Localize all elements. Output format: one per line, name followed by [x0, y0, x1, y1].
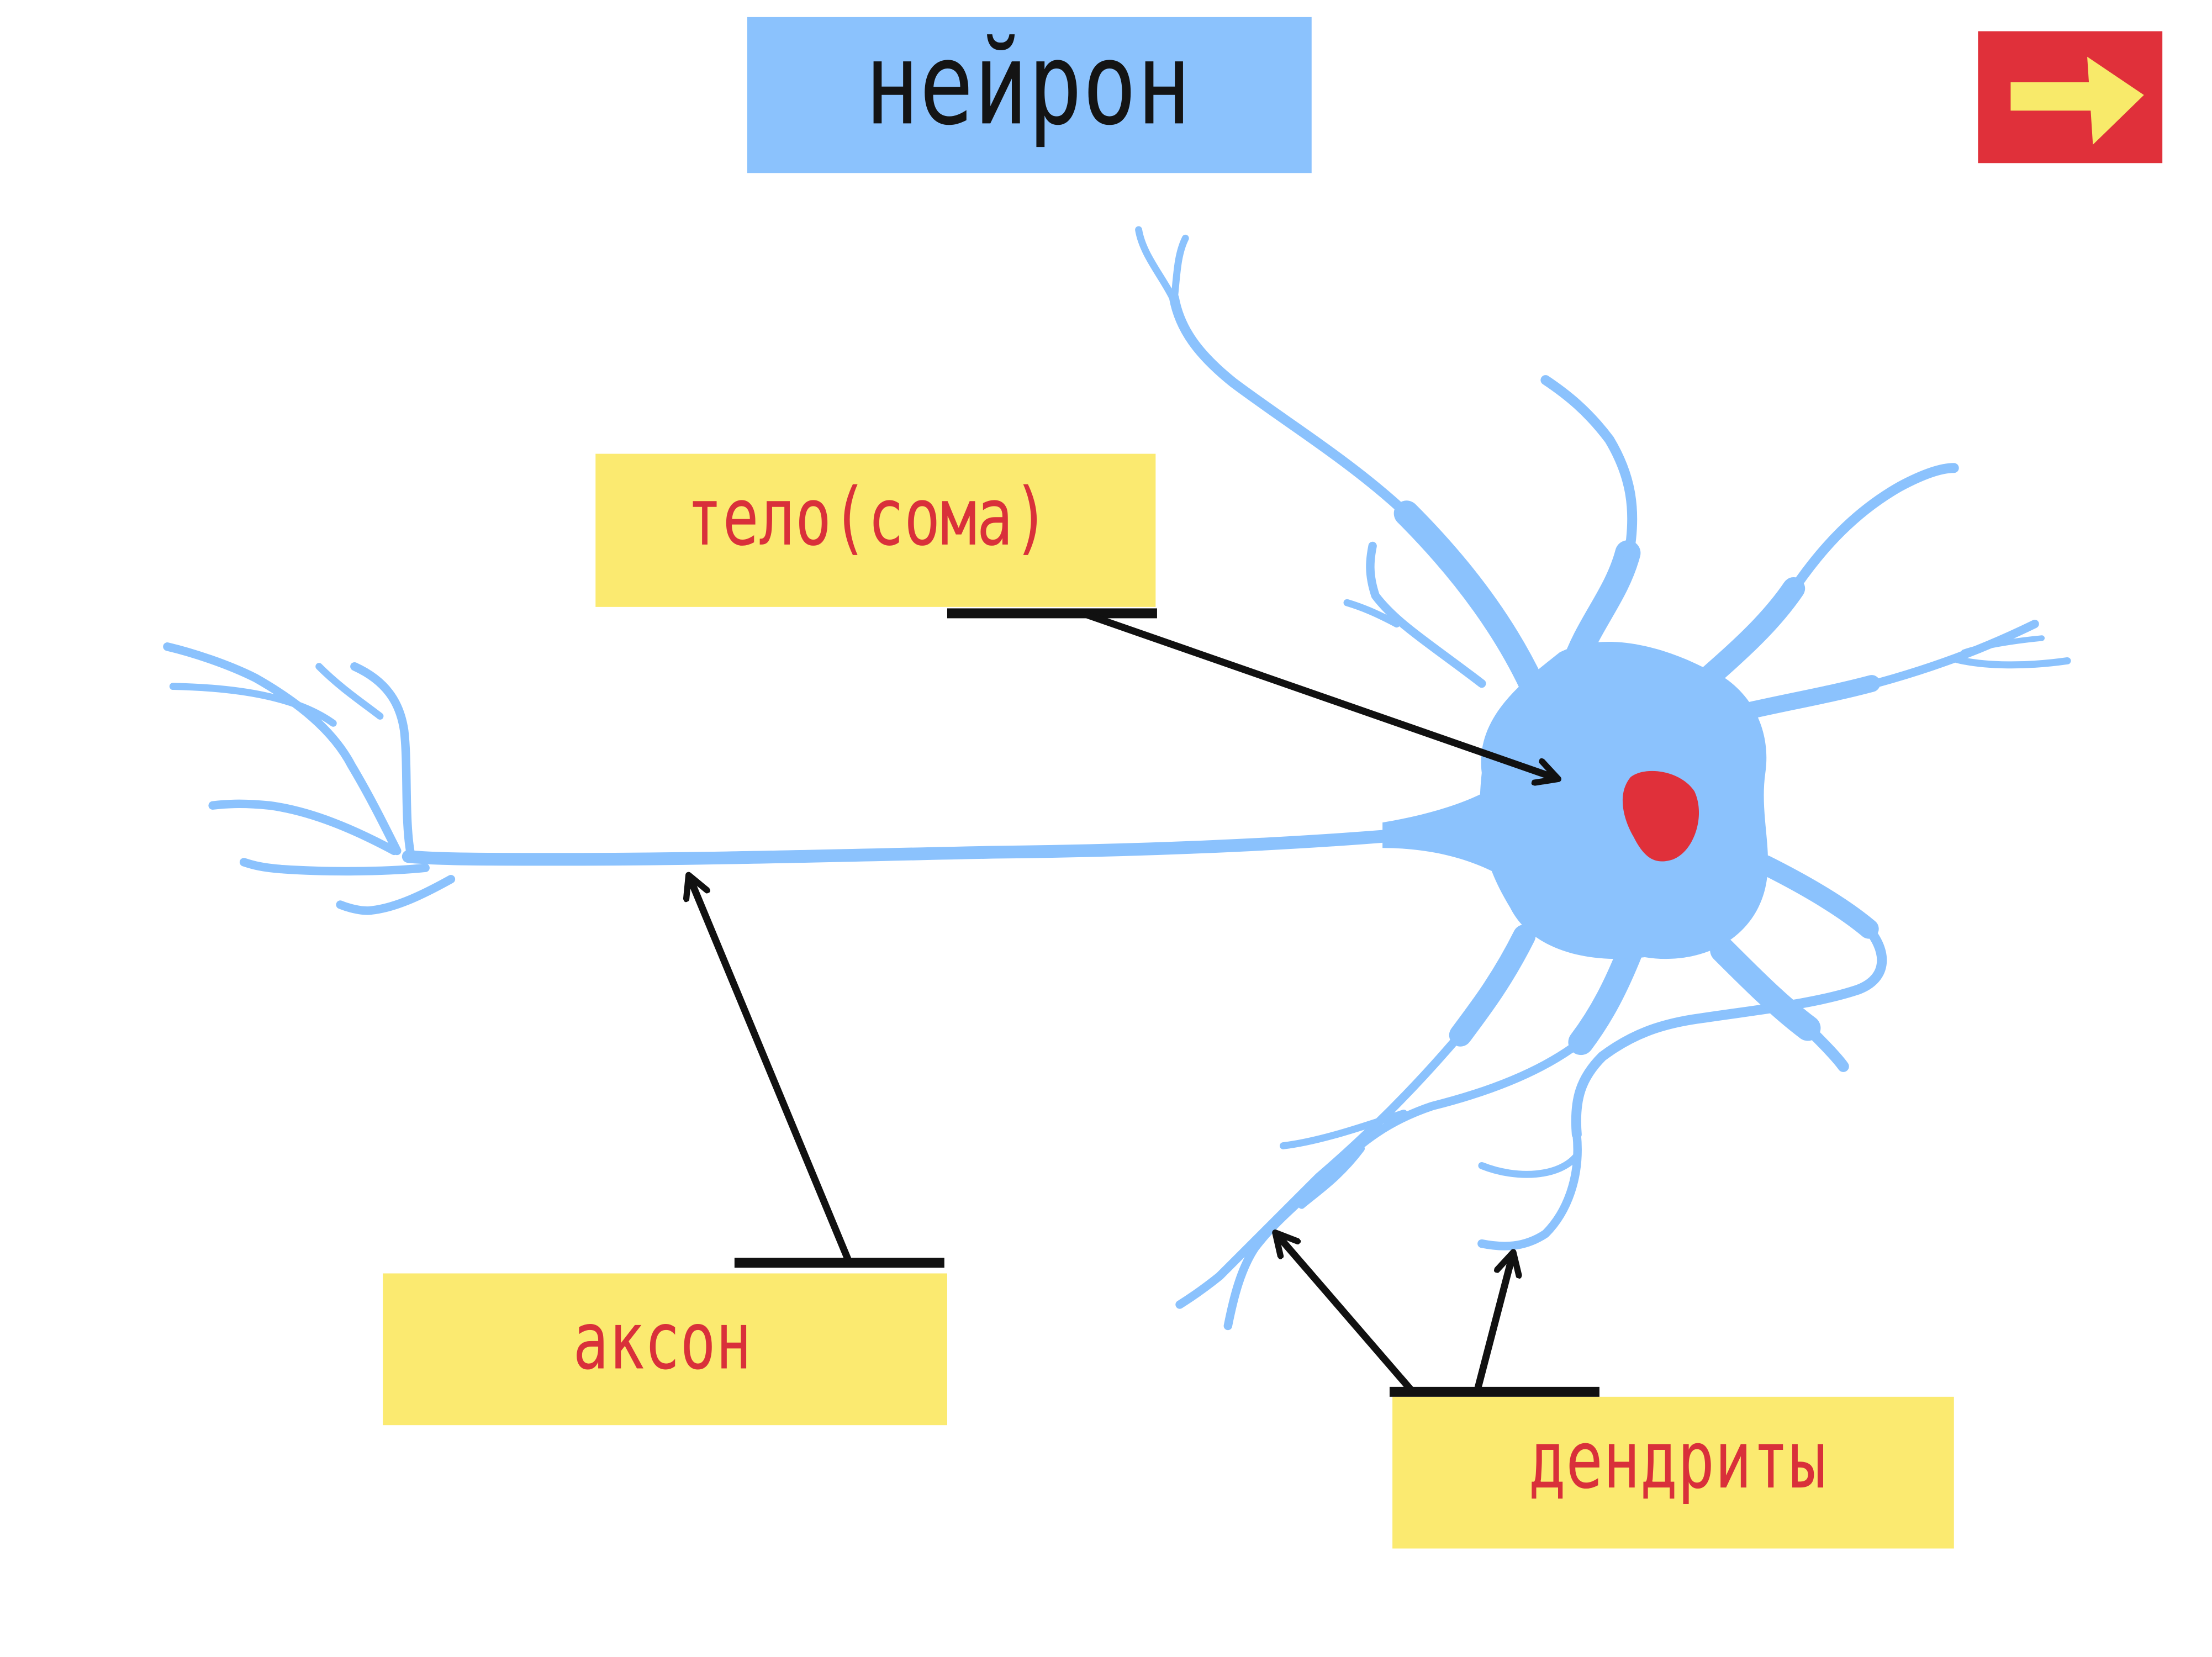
axon [163, 642, 1524, 915]
title-box [747, 17, 1312, 173]
label-soma-text: тело(сома) [687, 471, 1049, 563]
pointer-dendrites-arrow-left [1276, 1234, 1414, 1392]
title-text: нейрон [865, 18, 1191, 150]
pointer-soma-arrow [1083, 610, 1557, 779]
label-axon-text: аксон [573, 1295, 751, 1387]
label-soma-bar [947, 608, 1157, 619]
label-axon-bar [734, 1258, 944, 1268]
label-dendrites: дендриты [1276, 1234, 1954, 1549]
label-soma: тело(сома) [595, 453, 1557, 779]
label-axon-box [383, 1273, 947, 1426]
label-axon: аксон [383, 877, 947, 1426]
label-dendrites-box [1392, 1396, 1954, 1549]
label-soma-box [595, 453, 1156, 607]
axon-terminals [163, 642, 456, 915]
pointer-axon-arrow [689, 877, 852, 1261]
dendrites [1135, 226, 2071, 1331]
slide-title: нейрон [747, 17, 1312, 173]
label-dendrites-bar [1389, 1386, 1599, 1397]
arrow-right-icon [2010, 56, 2144, 145]
next-button[interactable] [1978, 31, 2163, 163]
pointer-dendrites-arrow-right [1474, 1254, 1513, 1391]
nucleus [1622, 771, 1699, 862]
label-dendrites-text: дендриты [1529, 1414, 1826, 1506]
neuron [163, 226, 2071, 1331]
